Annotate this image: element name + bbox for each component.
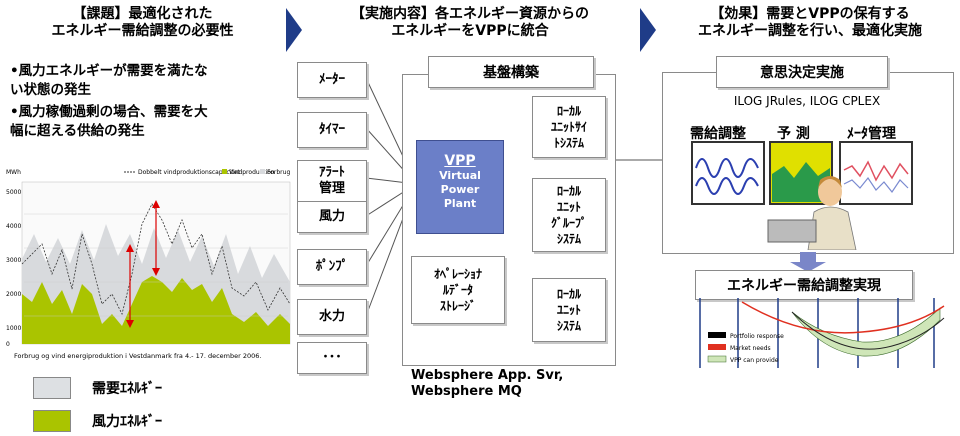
local-system-2-label: ﾛｰｶﾙ ﾕﾆｯﾄ ｸﾞﾙｰﾌﾟ ｼｽﾃﾑ (550, 184, 587, 246)
operational-storage-box: ｵﾍﾟﾚｰｼｮﾅ ﾙﾃﾞｰﾀ ｽﾄﾚｰｼﾞ (411, 256, 505, 324)
source-hydro-label: 水力 (318, 309, 345, 324)
monitor-1 (691, 141, 765, 205)
source-timer: ﾀｲﾏｰ (297, 112, 367, 148)
col2-header-line1: 【実施内容】各エネルギー資源からの (351, 6, 589, 22)
result-title-box: エネルギー需給調整実現 (695, 270, 913, 300)
vpp-line2: Power (440, 183, 480, 196)
bullet-2-line1: •風力稼働過剰の場合、需要を大 (10, 104, 208, 120)
decision-title-box: 意思決定実施 (716, 56, 888, 88)
storage-label: ｵﾍﾟﾚｰｼｮﾅ ﾙﾃﾞｰﾀ ｽﾄﾚｰｼﾞ (433, 267, 482, 313)
local-system-3-label: ﾛｰｶﾙ ﾕﾆｯﾄ ｼｽﾃﾑ (556, 287, 581, 333)
bullet-2-line2: 幅に超える供給の発生 (10, 123, 145, 139)
legend-market: Market needs (730, 345, 771, 352)
tools-text: ILOG JRules, ILOG CPLEX (733, 94, 881, 108)
vpp-line1: Virtual (439, 169, 481, 182)
source-timer-label: ﾀｲﾏｰ (319, 122, 345, 137)
ytick: 2000 (6, 291, 21, 298)
local-system-3: ﾛｰｶﾙ ﾕﾆｯﾄ ｼｽﾃﾑ (532, 278, 606, 342)
screen-label-meter: ﾒｰﾀ管理 (847, 126, 896, 142)
vpp-box: VPP Virtual Power Plant (416, 140, 504, 234)
capacity-line (21, 203, 291, 316)
source-pump: ﾎﾟﾝﾌﾟ (297, 249, 367, 285)
wind-demand-chart: MWh Dobbelt vindproduktionscapacitet Vin… (4, 164, 292, 374)
legend-wind-swatch (222, 169, 227, 174)
arrow-right-icon (286, 8, 302, 52)
col2-header-line2: エネルギーをVPPに統合 (391, 23, 549, 39)
wind-legend-swatch (33, 410, 71, 432)
wind-area (22, 276, 290, 344)
bullet-1-line1: •風力エネルギーが需要を満たな (10, 63, 208, 79)
portfolio-line (791, 311, 945, 350)
col3-header-line2: エネルギー調整を行い、最適化実施 (698, 23, 922, 39)
vpp-title: VPP (444, 153, 476, 169)
monitor-3 (839, 141, 913, 205)
result-title: エネルギー需給調整実現 (727, 278, 881, 294)
decision-title: 意思決定実施 (760, 65, 844, 81)
ytick: 4000 (6, 223, 21, 230)
ytick: 3000 (6, 257, 21, 264)
monitor-illustration (691, 141, 913, 250)
middleware-text: Websphere App. Svr, Websphere MQ (411, 368, 563, 400)
chart-legend-1: Dobbelt vindproduktionscapacitet (138, 169, 240, 176)
source-alert: ｱﾗｰﾄ 管理 (297, 160, 367, 202)
source-meter-label: ﾒｰﾀｰ (319, 72, 345, 87)
local-system-1-label: ﾛｰｶﾙ ﾕﾆｯﾄｻｲ ﾄｼｽﾃﾑ (550, 104, 587, 150)
result-graph: Portfolio response Market needs VPP can … (682, 298, 952, 368)
market-needs-line (741, 301, 945, 334)
infra-title-box: 基盤構築 (428, 56, 594, 88)
legend-vpp-swatch (707, 355, 727, 363)
infra-title: 基盤構築 (483, 65, 539, 81)
local-system-1: ﾛｰｶﾙ ﾕﾆｯﾄｻｲ ﾄｼｽﾃﾑ (532, 96, 606, 158)
col1-header-line1: 【課題】最適化された (72, 6, 213, 22)
chart-caption: Forbrug og vind energiproduktion i Vestd… (14, 352, 262, 360)
vpp-line3: Plant (443, 197, 477, 210)
screen-label-supply: 需給調整 (690, 126, 746, 142)
keyboard-icon (767, 219, 817, 243)
wind-legend-label: 風力ｴﾈﾙｷﾞｰ (92, 414, 162, 430)
source-more-label: ･･･ (322, 350, 342, 365)
col3-header: 【効果】需要とVPPの保有する エネルギー調整を行い、最適化実施 (660, 6, 960, 40)
bullet-1-line2: い状態の発生 (10, 82, 91, 98)
col1-header: 【課題】最適化された エネルギー需給調整の必要性 (0, 6, 285, 40)
source-wind: 風力 (297, 201, 367, 233)
col3-header-line1: 【効果】需要とVPPの保有する (710, 6, 910, 22)
source-alert-label: ｱﾗｰﾄ 管理 (318, 165, 345, 196)
source-hydro: 水力 (297, 299, 367, 335)
source-pump-label: ﾎﾟﾝﾌﾟ (315, 259, 349, 274)
chart-legend-3: Forbrug (267, 169, 290, 176)
chart-legend-2: Vindproduktion (229, 169, 275, 176)
ytick: 5000 (6, 189, 21, 196)
chart-unit: MWh (6, 169, 21, 176)
local-system-2: ﾛｰｶﾙ ﾕﾆｯﾄ ｸﾞﾙｰﾌﾟ ｼｽﾃﾑ (532, 178, 606, 252)
legend-market-swatch (708, 344, 726, 350)
legend-demand-swatch (260, 169, 265, 174)
legend-portfolio: Portfolio response (730, 333, 784, 340)
col2-header: 【実施内容】各エネルギー資源からの エネルギーをVPPに統合 (300, 6, 640, 40)
legend-vpp: VPP can provide (730, 357, 779, 364)
source-meter: ﾒｰﾀｰ (297, 62, 367, 98)
ytick: 1000 (6, 325, 21, 332)
middleware-line2: Websphere MQ (411, 384, 522, 399)
middleware-line1: Websphere App. Svr, (411, 368, 564, 383)
legend-portfolio-swatch (708, 332, 726, 338)
issue-bullets: •風力エネルギーが需要を満たな い状態の発生 •風力稼働過剰の場合、需要を大 幅… (10, 62, 292, 141)
demand-legend-label: 需要ｴﾈﾙｷﾞｰ (92, 381, 162, 397)
source-wind-label: 風力 (318, 209, 345, 224)
source-more: ･･･ (297, 342, 367, 374)
demand-legend-swatch (33, 377, 71, 399)
arrow-right-icon (640, 8, 656, 52)
operator-person-icon (818, 178, 842, 206)
screen-label-forecast: 予 測 (777, 126, 810, 142)
col1-header-line2: エネルギー需給調整の必要性 (51, 23, 234, 39)
ytick: 0 (6, 341, 10, 348)
